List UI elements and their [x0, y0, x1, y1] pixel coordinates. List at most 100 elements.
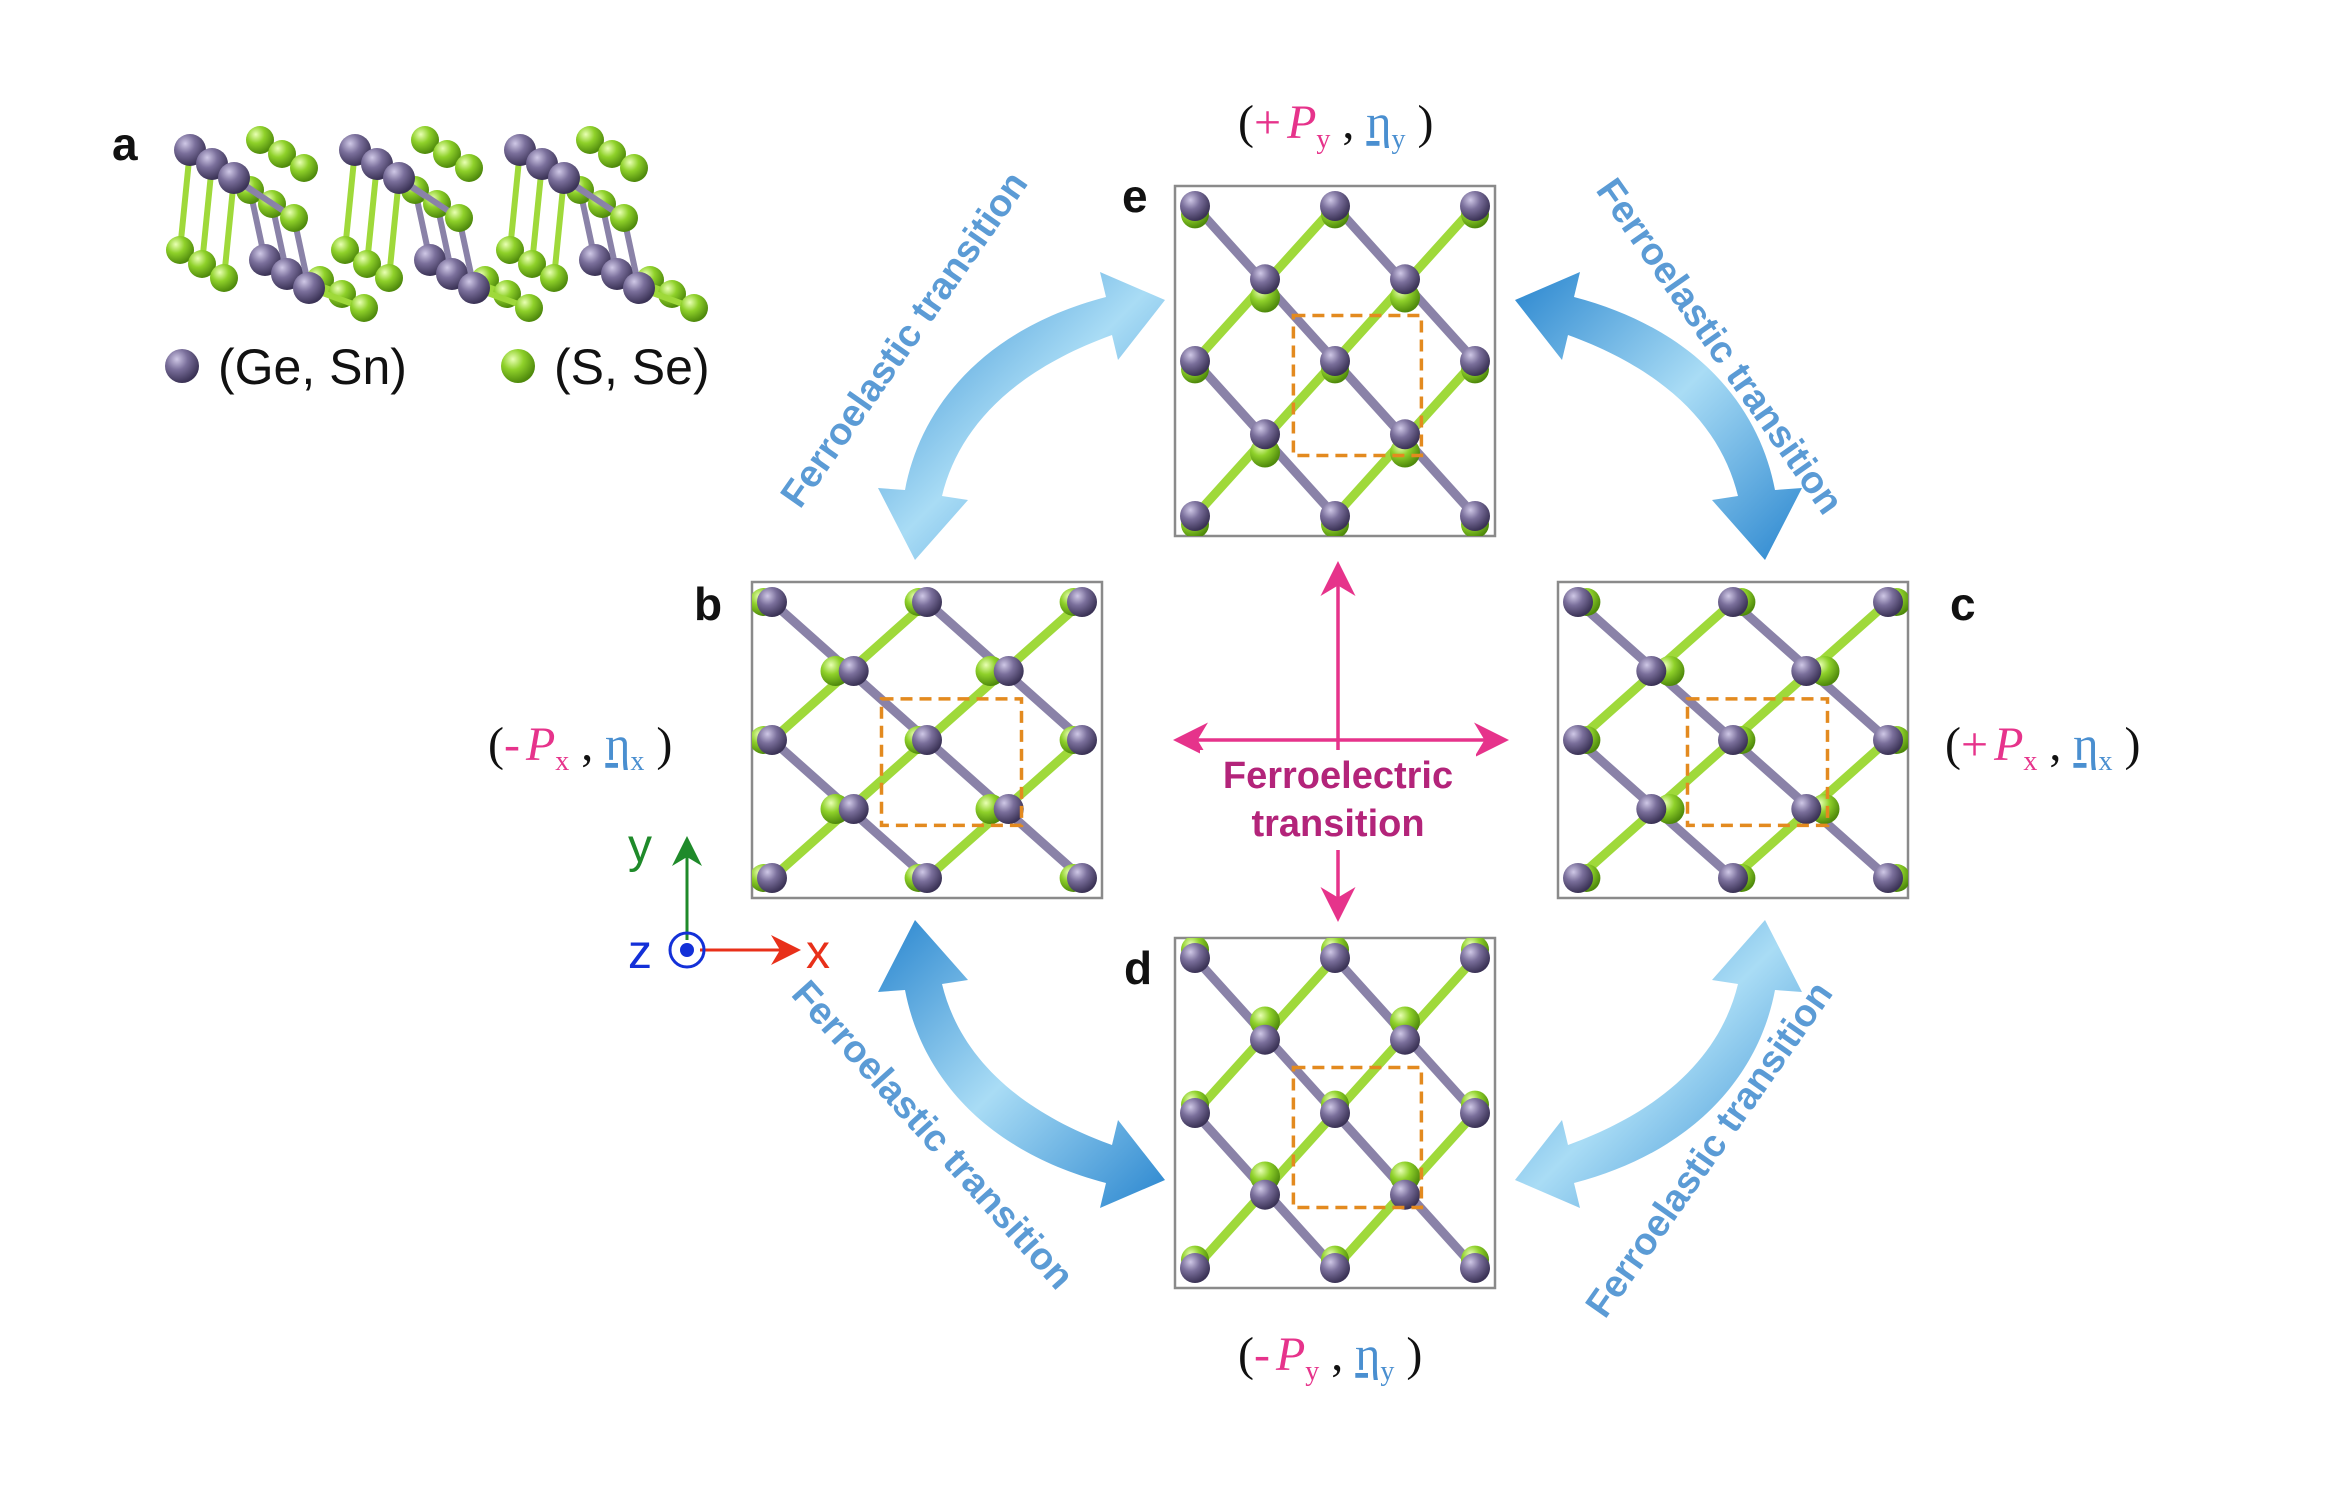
metal-atom [1390, 1024, 1420, 1055]
metal-atom [383, 162, 415, 194]
panel-letter-b: b [694, 578, 722, 630]
metal-atom [993, 794, 1024, 824]
chalcogen-atom [331, 236, 359, 264]
lattice-panel-d-unit-cell [1291, 1065, 1424, 1210]
legend: (Ge, Sn) (S, Se) [165, 339, 710, 395]
bond [342, 149, 358, 251]
metal-atom [1320, 1098, 1350, 1128]
chalcogen-atom [411, 126, 439, 154]
bond [529, 163, 545, 265]
lattice-panel-b [750, 580, 1104, 900]
state-label-e: (+Py , ηy ) [1238, 96, 1433, 155]
chalcogen-atom [290, 154, 318, 182]
lattice-panel-c [1556, 580, 1910, 900]
z-axis-dot [680, 943, 694, 957]
metal-atom [1636, 794, 1667, 824]
side-view-structure [166, 126, 708, 322]
metal-atom [1067, 587, 1097, 617]
metal-atom [1067, 863, 1097, 893]
metal-atom [1791, 794, 1822, 824]
ferroelastic-arrow-bottom-right [1515, 920, 1802, 1208]
metal-atom [1873, 725, 1903, 755]
metal-atom [1320, 346, 1350, 376]
ferroelastic-arrow-top-left [878, 272, 1165, 560]
coordinate-axes: y z x [628, 820, 830, 979]
chalcogen-atom [540, 264, 568, 292]
bond [364, 163, 380, 265]
chalcogen-atom [620, 154, 648, 182]
state-label-d: (-Py , ηy ) [1238, 1328, 1422, 1387]
metal-atom [1390, 419, 1420, 450]
metal-atom [1320, 191, 1350, 221]
metal-atom [1718, 863, 1748, 893]
metal-atom [757, 587, 787, 617]
metal-atom [1873, 587, 1903, 617]
chalcogen-atom [268, 140, 296, 168]
ferroelastic-label-top-left: Ferroelastic transition [773, 164, 1036, 515]
metal-atom [218, 162, 250, 194]
metal-atom [1718, 725, 1748, 755]
chalcogen-atom [350, 294, 378, 322]
chalcogen-atom [433, 140, 461, 168]
chalcogen-atom [280, 204, 308, 232]
metal-atom [1180, 191, 1210, 221]
ferroelectric-label-backdrop [1200, 750, 1476, 850]
chalcogen-atom [496, 236, 524, 264]
metal-atom [1180, 1253, 1210, 1283]
ferroelastic-arrow-bottom-left [878, 920, 1165, 1208]
panel-letter-e: e [1122, 170, 1148, 222]
ferroelectric-label-line1: Ferroelectric [1223, 755, 1453, 797]
state-label-b: (-Px , ηx ) [488, 718, 672, 777]
chalcogen-atom [576, 126, 604, 154]
panel-letter-c: c [1950, 578, 1976, 630]
metal-atom [1180, 346, 1210, 376]
metal-atom [1250, 1179, 1280, 1210]
bond [221, 177, 237, 279]
chalcogen-atom [188, 250, 216, 278]
chalcogen-atom [515, 294, 543, 322]
metal-atom [1636, 656, 1667, 686]
metal-atom [993, 656, 1024, 686]
metal-atom [1460, 191, 1490, 221]
metal-atom [1250, 1024, 1280, 1055]
lattice-panel-e-unit-cell [1291, 313, 1424, 458]
ferroelectric-arrows [1173, 561, 1509, 922]
chalcogen-atom [680, 294, 708, 322]
metal-atom [1320, 943, 1350, 973]
metal-atom [458, 272, 490, 304]
bond [551, 177, 567, 279]
lattice-panel-e [1173, 184, 1497, 538]
metal-atom [623, 272, 655, 304]
chalcogen-atom-legend-icon [501, 349, 535, 383]
lattice-panel-d [1173, 936, 1497, 1290]
state-label-c: (+Px , ηx ) [1945, 718, 2140, 777]
metal-atom [1791, 656, 1822, 686]
metal-atom [838, 656, 869, 686]
metal-atom [1250, 419, 1280, 450]
metal-atom [1563, 587, 1593, 617]
metal-atom [1460, 346, 1490, 376]
chalcogen-atom [210, 264, 238, 292]
legend-chalcogen-label: (S, Se) [554, 339, 710, 395]
metal-atom [1563, 725, 1593, 755]
metal-atom [548, 162, 580, 194]
bond [199, 163, 215, 265]
metal-atom [1460, 1098, 1490, 1128]
metal-atom [1563, 863, 1593, 893]
panel-letter-d: d [1124, 942, 1152, 994]
chalcogen-atom [598, 140, 626, 168]
chalcogen-atom [375, 264, 403, 292]
legend-metal-label: (Ge, Sn) [218, 339, 407, 395]
metal-atom [1460, 943, 1490, 973]
chalcogen-atom [353, 250, 381, 278]
ferroelastic-arrow-top-right [1515, 272, 1802, 560]
metal-atom [1180, 1098, 1210, 1128]
chalcogen-atom [518, 250, 546, 278]
chalcogen-atom [166, 236, 194, 264]
metal-atom [838, 794, 869, 824]
metal-atom [1460, 501, 1490, 531]
y-axis-label: y [628, 820, 652, 873]
metal-atom [1067, 725, 1097, 755]
metal-atom [912, 587, 942, 617]
